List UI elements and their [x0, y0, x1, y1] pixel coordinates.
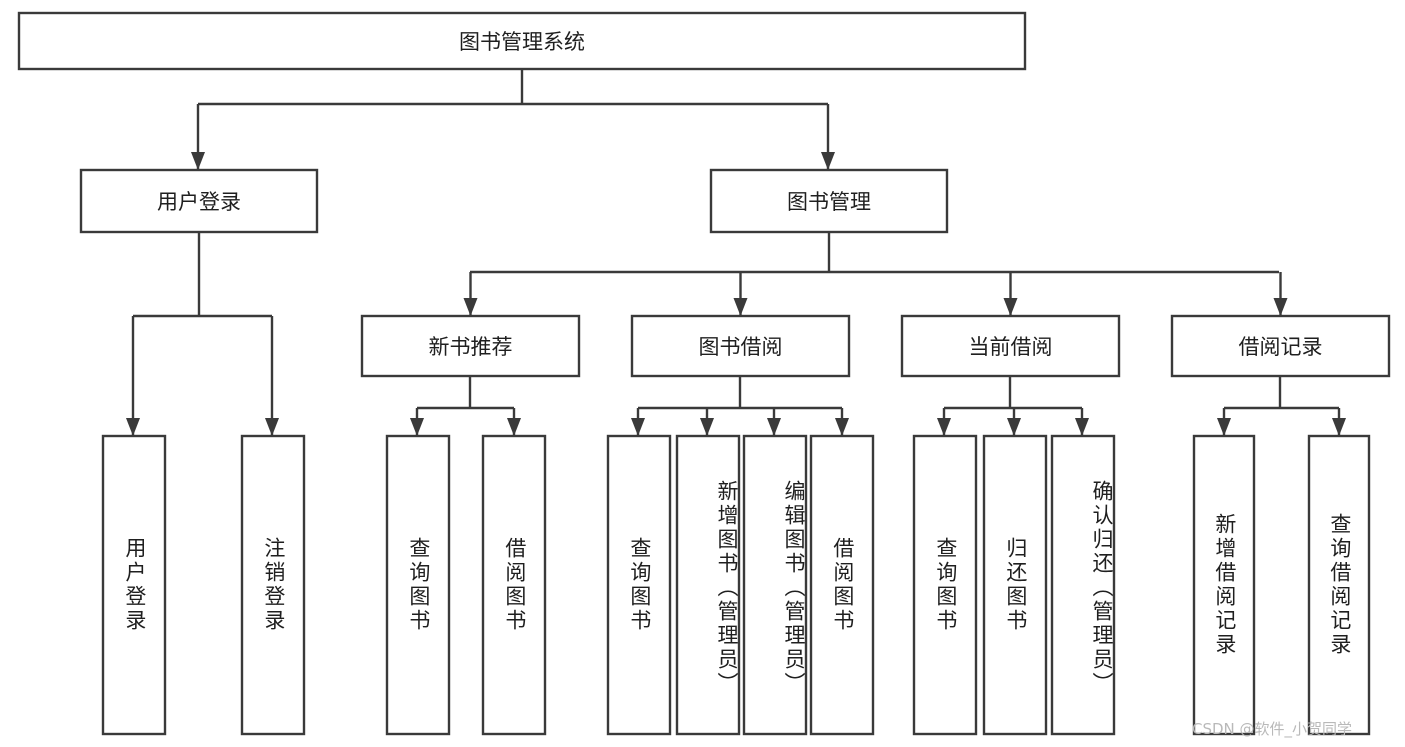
- node-box-leaf-0[interactable]: [101, 434, 167, 736]
- node-box-leaf-6[interactable]: [742, 434, 808, 736]
- arrow-head-icon-mgmt-1: [733, 298, 748, 316]
- arrow-head-icon-root-0: [191, 152, 205, 170]
- node-box-leaf-10[interactable]: [1050, 434, 1116, 736]
- arrow-head-icon-login-1: [265, 418, 279, 436]
- node-label-l3-1: 图书借阅: [699, 335, 783, 359]
- arrow-head-icon-mgmt-0: [463, 298, 478, 316]
- arrow-head-icon-leaf-1-3: [835, 418, 849, 436]
- node-box-layer: [17, 11, 1391, 736]
- node-label-l3-2: 当前借阅: [969, 335, 1053, 359]
- node-box-leaf-2[interactable]: [385, 434, 451, 736]
- node-box-leaf-12[interactable]: [1307, 434, 1371, 736]
- node-box-l2-0[interactable]: [79, 168, 319, 234]
- node-label-l2-1: 图书管理: [787, 190, 871, 214]
- node-box-leaf-8[interactable]: [912, 434, 978, 736]
- arrow-head-icon-leaf-2-2: [1075, 418, 1089, 436]
- arrow-head-icon-leaf-1-2: [767, 418, 781, 436]
- node-box-leaf-9[interactable]: [982, 434, 1048, 736]
- node-box-leaf-1[interactable]: [240, 434, 306, 736]
- node-label-l3-3: 借阅记录: [1239, 335, 1323, 359]
- arrow-head-icon-leaf-1-1: [700, 418, 714, 436]
- connector-layer: [126, 69, 1346, 436]
- node-label-root-0: 图书管理系统: [459, 30, 585, 54]
- arrow-head-icon-root-1: [821, 152, 835, 170]
- csdn-watermark: CSDN @软件_小贺同学: [1192, 720, 1353, 738]
- arrow-head-icon-mgmt-3: [1273, 298, 1288, 316]
- arrow-head-icon-leaf-2-0: [937, 418, 951, 436]
- node-box-leaf-7[interactable]: [809, 434, 875, 736]
- arrow-head-icon-leaf-3-0: [1217, 418, 1231, 436]
- arrow-head-icon-leaf-0-0: [410, 418, 424, 436]
- node-box-l3-0[interactable]: [360, 314, 581, 378]
- node-box-l3-1[interactable]: [630, 314, 851, 378]
- arrow-head-icon-leaf-0-1: [507, 418, 521, 436]
- node-label-l3-0: 新书推荐: [429, 335, 513, 359]
- arrow-head-icon-leaf-3-1: [1332, 418, 1346, 436]
- node-box-l3-3[interactable]: [1170, 314, 1391, 378]
- node-box-leaf-4[interactable]: [606, 434, 672, 736]
- node-box-root-0[interactable]: [17, 11, 1027, 71]
- node-label-l2-0: 用户登录: [157, 190, 241, 214]
- node-box-leaf-5[interactable]: [675, 434, 741, 736]
- node-box-leaf-11[interactable]: [1192, 434, 1256, 736]
- node-box-l3-2[interactable]: [900, 314, 1121, 378]
- arrow-head-icon-login-0: [126, 418, 140, 436]
- arrow-head-icon-leaf-1-0: [631, 418, 645, 436]
- node-box-leaf-3[interactable]: [481, 434, 547, 736]
- arrow-head-icon-mgmt-2: [1003, 298, 1018, 316]
- arrow-head-icon-leaf-2-1: [1007, 418, 1021, 436]
- node-box-l2-1[interactable]: [709, 168, 949, 234]
